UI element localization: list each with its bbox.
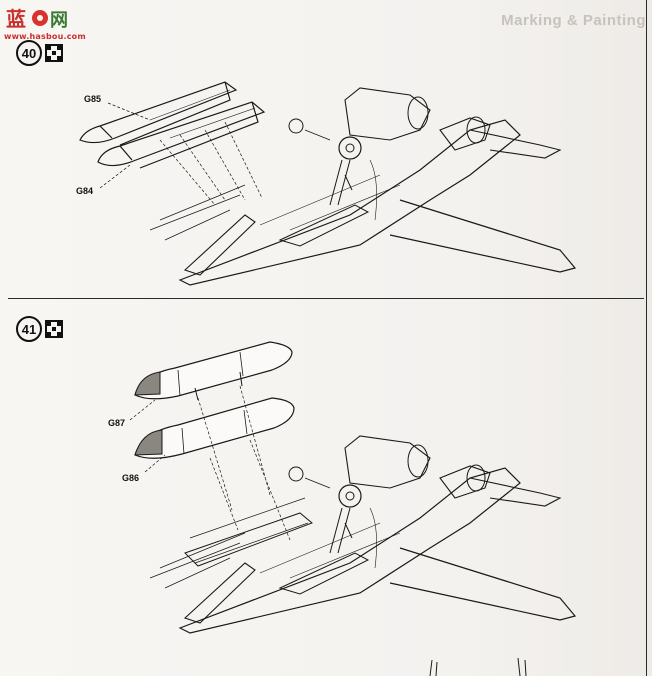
step-41-badge: 41: [16, 316, 63, 342]
tank-g86: [134, 397, 295, 459]
step-number: 41: [16, 316, 42, 342]
gear-icon: [45, 44, 63, 62]
tank-g84: [97, 101, 266, 169]
aircraft-step-41: [149, 435, 576, 634]
svg-text:网: 网: [50, 10, 68, 31]
aircraft-step-40: [149, 87, 576, 286]
svg-text:蓝: 蓝: [6, 7, 26, 31]
watermark-url: www.hasbou.com: [4, 32, 86, 41]
step-number: 40: [16, 40, 42, 66]
part-label-g86: G86: [122, 473, 140, 483]
part-label-g85: G85: [84, 94, 102, 104]
leader-lines-step-40: [99, 102, 263, 206]
step-divider: [8, 298, 644, 299]
tank-g85: [79, 81, 238, 146]
bleed-title: Marking & Painting: [501, 12, 646, 29]
watermark-logo: 蓝 网: [6, 7, 68, 31]
part-label-g87: G87: [108, 418, 126, 428]
leader-lines-step-41: [129, 385, 291, 541]
part-label-g84: G84: [76, 186, 94, 196]
page-border: [646, 0, 647, 676]
tank-g87: [134, 341, 293, 401]
step-40-badge: 40: [16, 40, 63, 66]
gear-icon: [45, 320, 63, 338]
